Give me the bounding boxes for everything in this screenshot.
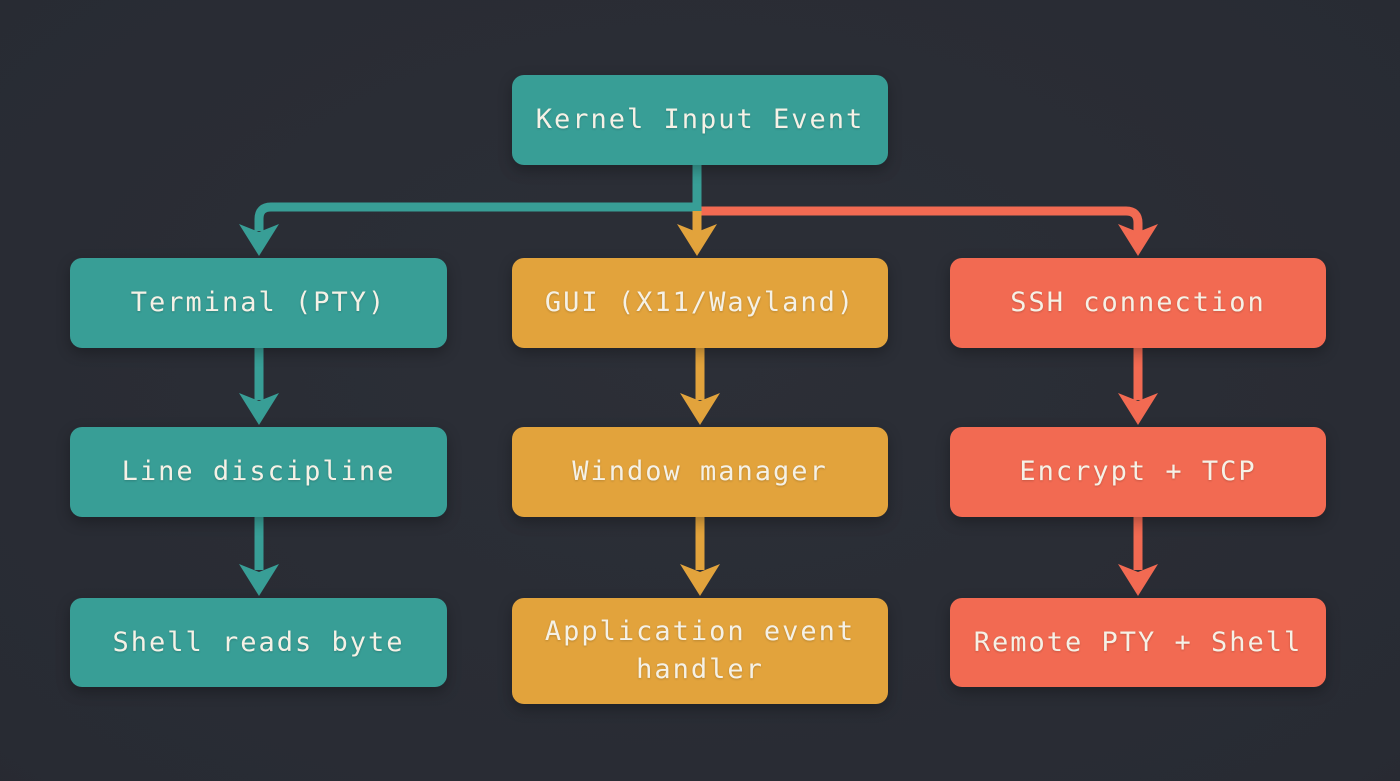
node-label: Encrypt + TCP xyxy=(1019,456,1257,488)
node-label: Kernel Input Event xyxy=(535,104,865,136)
edge-gui-to-window-manager xyxy=(680,345,720,425)
edge-window-manager-to-app-handler xyxy=(680,514,720,596)
arrowhead-icon xyxy=(677,224,717,256)
node-shell-reads-byte: Shell reads byte xyxy=(70,598,447,687)
node-remote-pty-shell: Remote PTY + Shell xyxy=(950,598,1326,687)
edge-root-to-ssh xyxy=(698,206,1158,256)
edge-terminal-to-line-discipline xyxy=(239,345,279,425)
node-kernel-input-event: Kernel Input Event xyxy=(512,75,888,165)
edge-line xyxy=(698,206,1143,232)
node-application-event-handler: Application event handler xyxy=(512,598,888,704)
node-window-manager: Window manager xyxy=(512,427,888,517)
arrowhead-icon xyxy=(680,393,720,425)
node-label: SSH connection xyxy=(1010,287,1266,319)
node-label: Window manager xyxy=(572,456,828,488)
node-label: Application event handler xyxy=(544,616,856,685)
edge-root-to-terminal xyxy=(239,202,700,256)
arrowhead-icon xyxy=(239,564,279,596)
node-label: Terminal (PTY) xyxy=(130,287,387,319)
edge-line-discipline-to-shell xyxy=(239,514,279,596)
arrowhead-icon xyxy=(1118,564,1158,596)
edge-root-to-gui xyxy=(677,211,717,256)
edge-encrypt-tcp-to-remote-pty xyxy=(1118,514,1158,596)
arrowhead-icon xyxy=(239,393,279,425)
arrowhead-icon xyxy=(680,564,720,596)
arrowhead-icon xyxy=(1118,393,1158,425)
node-terminal-pty: Terminal (PTY) xyxy=(70,258,447,348)
edge-line xyxy=(254,202,700,231)
arrowhead-icon xyxy=(1118,224,1158,256)
node-label: Remote PTY + Shell xyxy=(973,626,1303,658)
node-line-discipline: Line discipline xyxy=(70,427,447,517)
node-gui-x11-wayland: GUI (X11/Wayland) xyxy=(512,258,888,348)
node-label: GUI (X11/Wayland) xyxy=(544,287,856,319)
node-label: Line discipline xyxy=(121,456,396,488)
node-encrypt-tcp: Encrypt + TCP xyxy=(950,427,1326,517)
edge-ssh-to-encrypt-tcp xyxy=(1118,345,1158,425)
node-ssh-connection: SSH connection xyxy=(950,258,1326,348)
arrowhead-icon xyxy=(239,224,279,256)
node-label: Shell reads byte xyxy=(112,626,405,658)
